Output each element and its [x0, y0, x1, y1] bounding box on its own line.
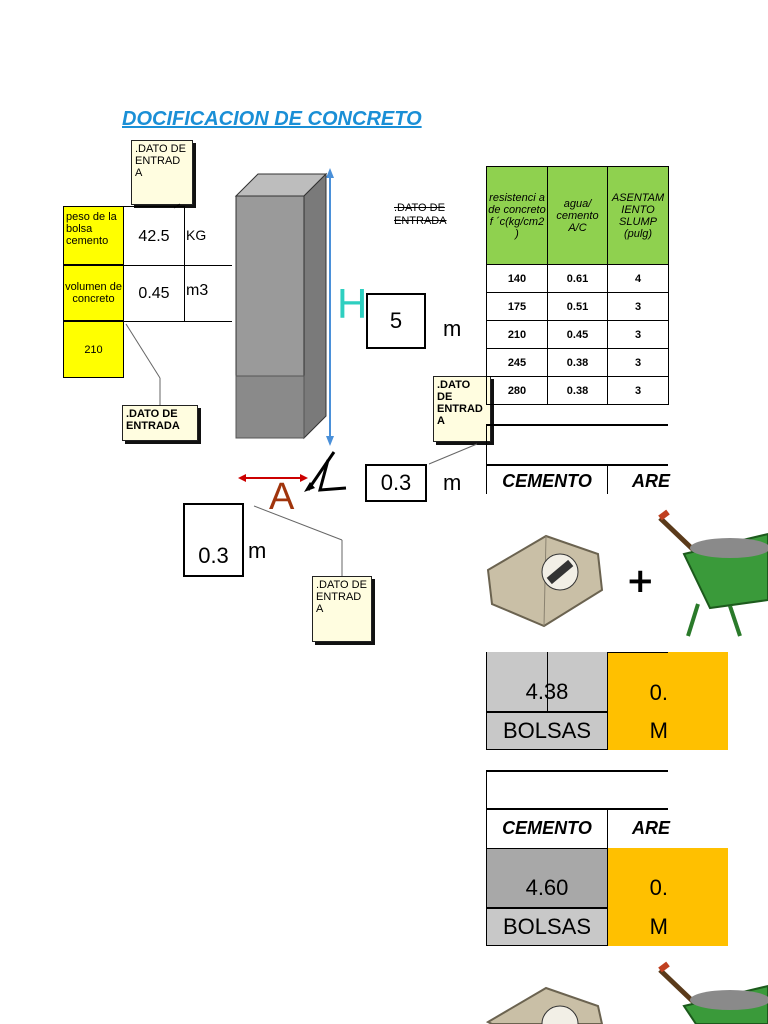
divider: [124, 265, 232, 266]
col-cemento: CEMENTO: [486, 466, 608, 494]
divider: [184, 206, 185, 321]
cemento-result-1: 4.38: [525, 678, 569, 704]
table-cell: 0.51: [547, 292, 608, 321]
a-letter: A: [269, 476, 295, 518]
header-resistencia: resistenci a de concreto f ´c(kg/cm2 ): [486, 166, 548, 265]
cemento-unit-1: BOLSAS: [486, 712, 608, 750]
col-arena: ARE: [632, 471, 671, 491]
resistencia-value[interactable]: 210: [63, 321, 124, 378]
table-cell: 0.38: [547, 376, 608, 405]
column-drawing: [234, 168, 334, 446]
cement-bag-icon: [486, 534, 604, 628]
note-entrada-top: .DATO DE ENTRAD A: [131, 140, 193, 205]
note-pointer: [428, 443, 478, 465]
volumen-unit: m3: [186, 282, 209, 299]
l-unit: m: [443, 470, 462, 495]
note-pointer: [253, 505, 343, 576]
table-cell: 280: [486, 376, 548, 405]
results-header-row: [486, 424, 668, 466]
table-cell: 0.38: [547, 348, 608, 377]
table-cell: 3: [607, 376, 669, 405]
page-title: DOCIFICACION DE CONCRETO: [122, 108, 422, 130]
peso-unit: KG: [186, 227, 207, 243]
dato-entrada-text: .DATO DE ENTRADA: [394, 202, 447, 227]
header-slump: ASENTAM IENTO SLUMP (pulg): [607, 166, 669, 265]
note-entrada-bottom: .DATO DE ENTRAD A: [312, 576, 372, 642]
table-cell: 140: [486, 264, 548, 293]
volumen-label: volumen de concreto: [63, 265, 124, 321]
table-cell: 210: [486, 320, 548, 349]
cemento-result-cell: 4.38: [486, 652, 608, 712]
arena-unit-2: M: [608, 908, 668, 946]
dimension-arrows: [238, 451, 347, 492]
table-cell: 4: [607, 264, 669, 293]
arena-result-1: 0.: [649, 679, 668, 705]
orange-fill: [668, 652, 728, 750]
wheelbarrow-icon: [658, 961, 768, 1024]
note-pointer: [125, 323, 161, 406]
plus-sign: +: [626, 561, 655, 601]
col-arena-2: ARE: [632, 818, 671, 838]
header-agua-cemento: agua/ cemento A/C: [547, 166, 608, 265]
table-cell: 3: [607, 320, 669, 349]
ratio-table: resistenci a de concreto f ´c(kg/cm2 ) a…: [486, 166, 669, 405]
materials-illustration-2: [485, 961, 768, 1024]
col-cemento-2: CEMENTO: [486, 810, 608, 848]
note-entrada-mid: .DATO DE ENTRAD A: [433, 376, 491, 442]
a-input[interactable]: 0.3: [183, 503, 244, 577]
table-cell: 3: [607, 348, 669, 377]
h-input[interactable]: 5: [366, 293, 426, 349]
table-cell: 0.61: [547, 264, 608, 293]
table-cell: 175: [486, 292, 548, 321]
note-entrada-left: .DATO DE ENTRADA: [122, 405, 198, 441]
cement-bag-icon: [485, 986, 604, 1024]
arena-unit-1: M: [608, 712, 668, 750]
wheelbarrow-icon: [658, 509, 768, 637]
h-unit: m: [443, 316, 462, 341]
dato-entrada-label: .DATO DE ENTRADA: [394, 202, 464, 228]
orange-fill-2: [668, 848, 728, 946]
peso-value[interactable]: 42.5: [124, 206, 184, 266]
cemento-result-2: 4.60: [486, 848, 608, 908]
table-cell: 0.45: [547, 320, 608, 349]
volumen-value[interactable]: 0.45: [138, 284, 170, 302]
cemento-unit-2: BOLSAS: [486, 908, 608, 946]
l-input[interactable]: 0.3: [365, 464, 427, 502]
a-unit: m: [248, 538, 267, 563]
materials-illustration: +: [486, 509, 768, 637]
arena-result-2: 0.: [608, 848, 668, 908]
results-header-row-2: [486, 770, 668, 810]
table-cell: 3: [607, 292, 669, 321]
arena-result-cell: 0.: [608, 652, 668, 712]
h-letter: H: [337, 280, 368, 327]
peso-label: peso de la bolsa cemento: [63, 206, 124, 265]
table-cell: 245: [486, 348, 548, 377]
divider: [124, 321, 232, 322]
